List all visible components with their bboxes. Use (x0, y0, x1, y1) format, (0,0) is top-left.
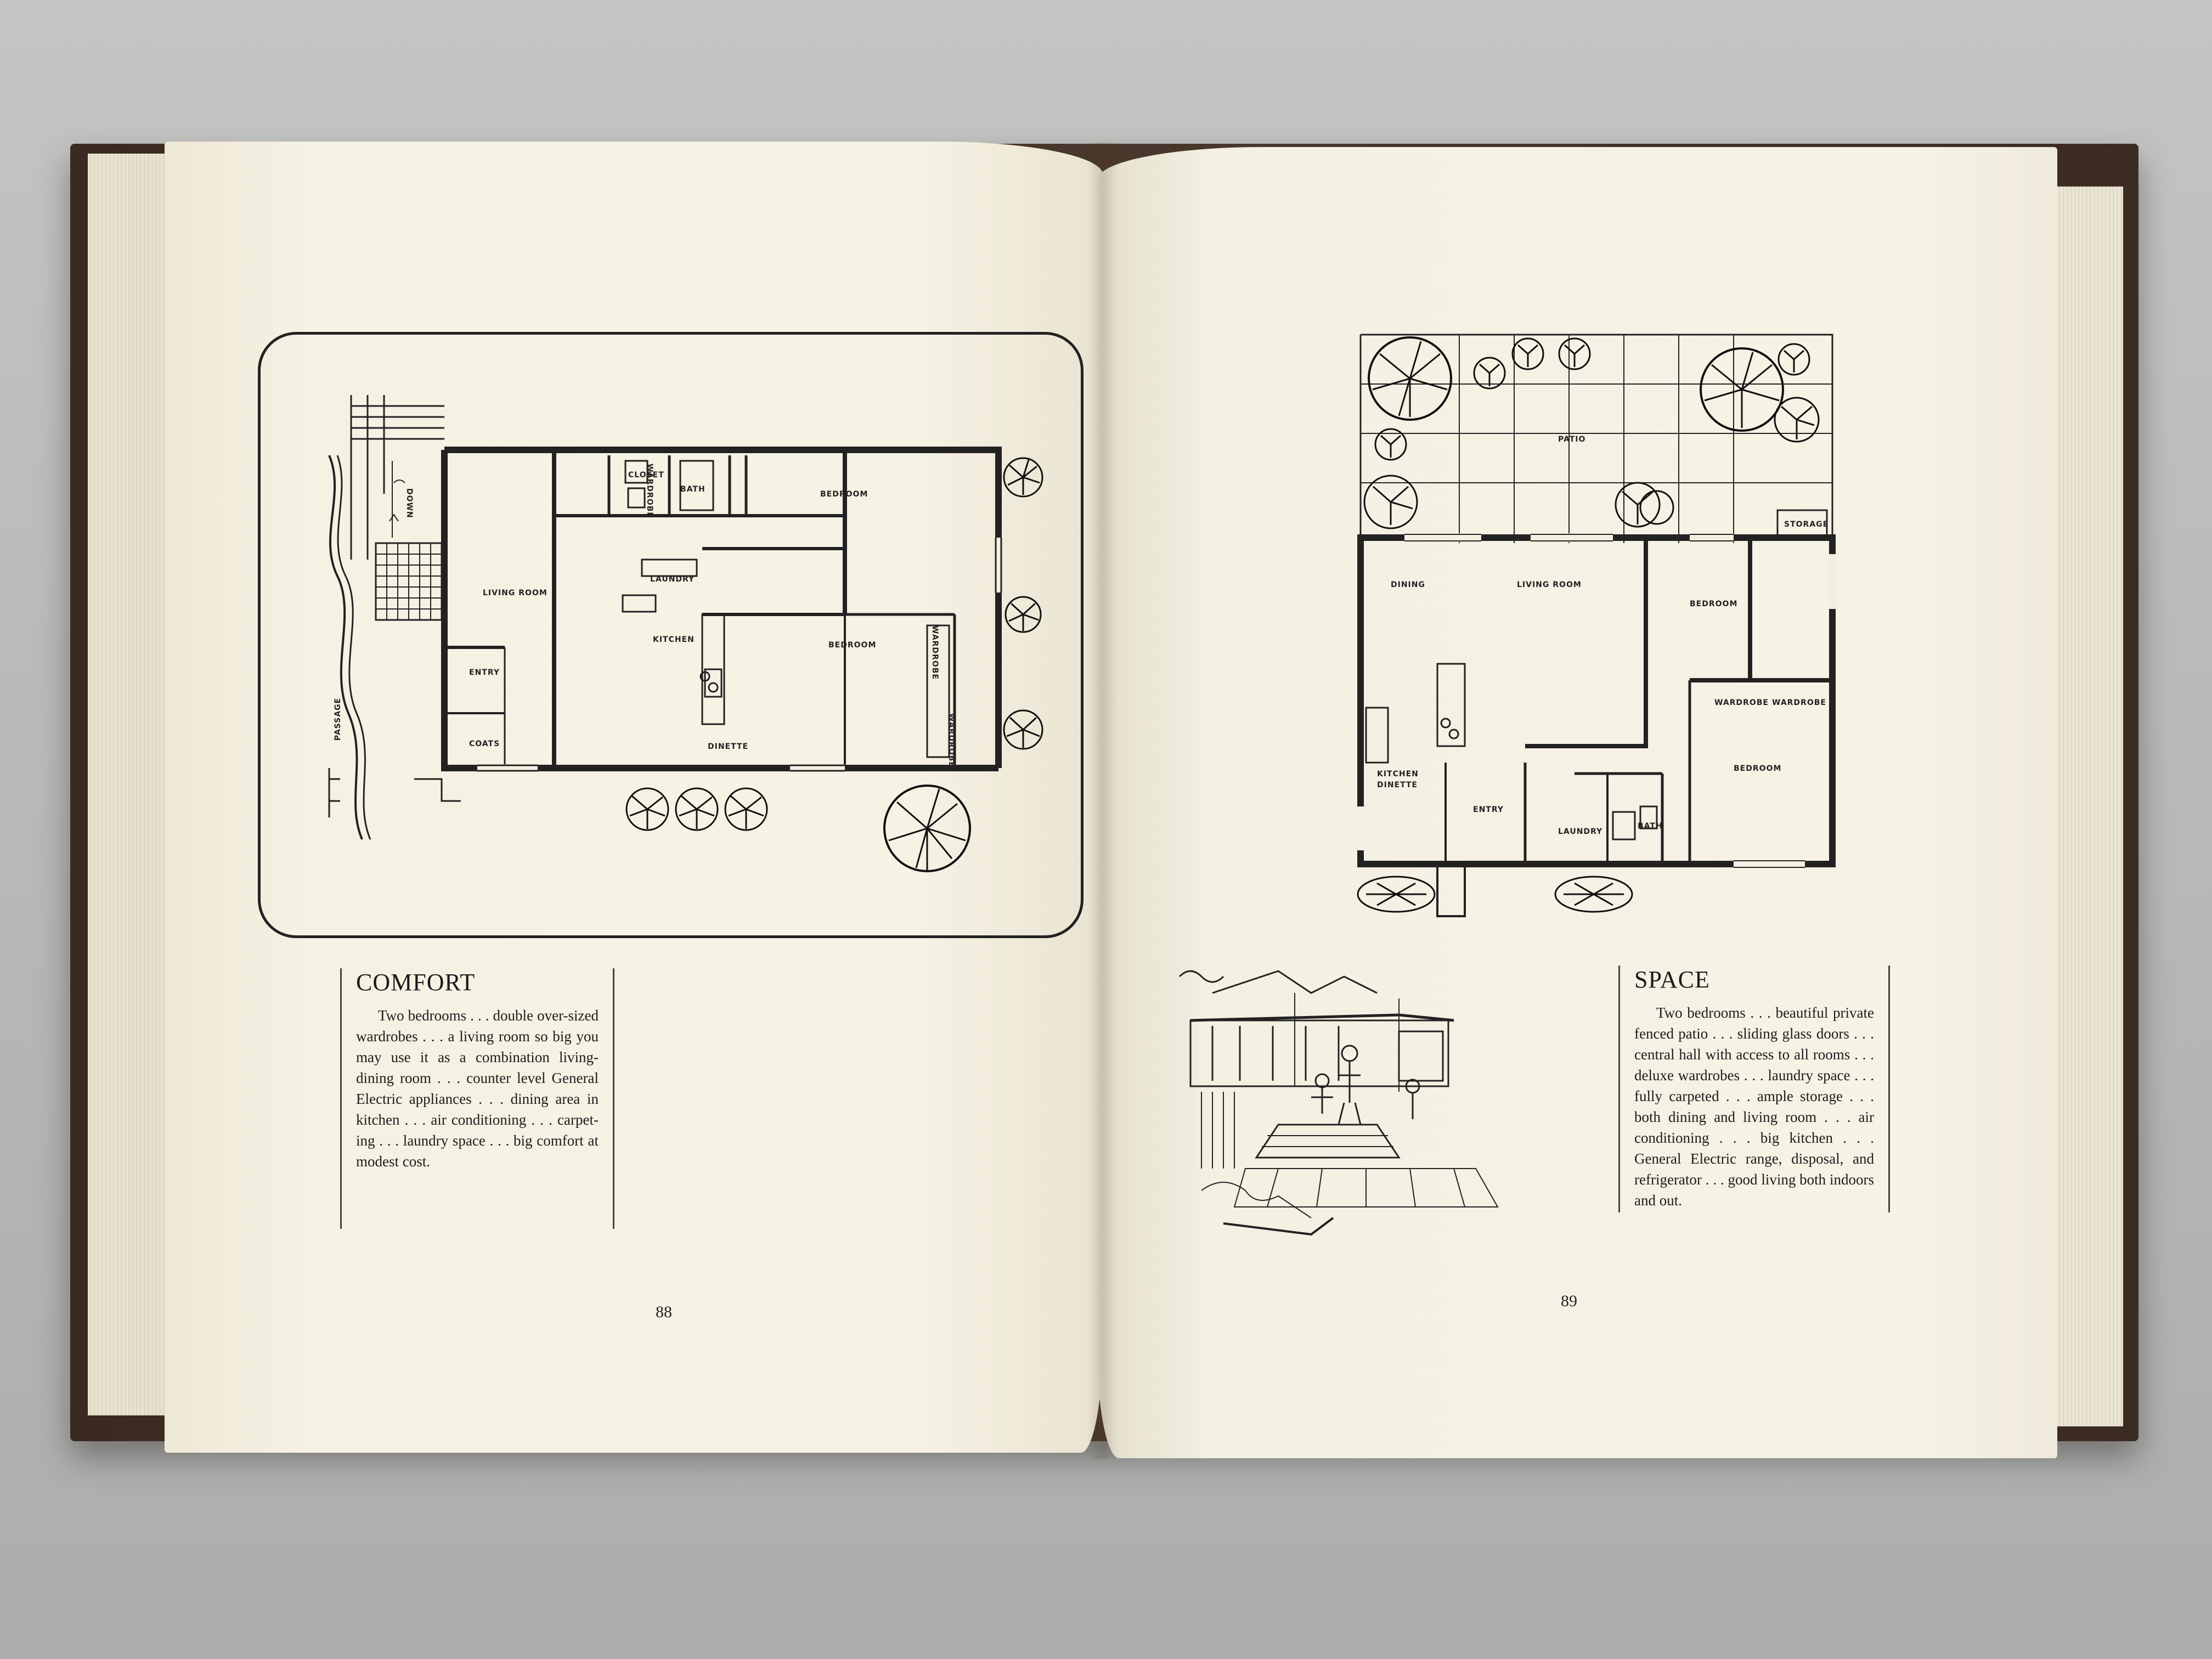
label-bath-right: BATH (1638, 822, 1663, 831)
caption-comfort: COMFORT Two bedrooms . . . double over-s… (340, 968, 614, 1229)
label-bedroom-bottom: BEDROOM (828, 641, 876, 650)
caption-title: COMFORT (356, 969, 476, 996)
right-page (1097, 147, 2057, 1458)
label-wardrobe-b: WARDROBE (1772, 698, 1826, 707)
label-wardrobe-side: WARDROBE (930, 625, 939, 680)
caption-title-right: SPACE (1634, 966, 1710, 993)
label-storage: STORAGE (1784, 520, 1829, 529)
label-dinette: DINETTE (708, 742, 748, 751)
book-gutter (1086, 143, 1119, 1459)
label-patio: PATIO (1558, 435, 1585, 444)
caption-body-right: Two bedrooms . . . beautiful private fen… (1634, 1005, 1874, 1209)
floor-plan-frame (258, 332, 1084, 938)
label-entry: ENTRY (469, 668, 500, 677)
tree-icons (625, 457, 1043, 872)
label-coats: COATS (469, 740, 500, 748)
page-number-right: 89 (1561, 1292, 1577, 1310)
label-living-room: LIVING ROOM (483, 589, 548, 597)
caption-body: Two bedrooms . . . double over-sized war… (356, 1007, 599, 1170)
label-dining: DINING (1391, 580, 1425, 589)
label-kitchen-right: KITCHEN (1377, 770, 1419, 778)
label-bedroom-top-right: BEDROOM (1690, 600, 1737, 608)
label-down: DOWN (405, 488, 414, 518)
label-bedroom-top: BEDROOM (820, 490, 868, 499)
label-wardrobe-top: WARDROBE (645, 464, 654, 518)
label-passage: PASSAGE (334, 698, 342, 741)
floor-plan-comfort: CLOSET BATH BEDROOM LIVING ROOM LAUNDRY … (296, 384, 1064, 878)
floor-plan-space: PATIO STORAGE DINING LIVING ROOM BEDROOM… (1350, 324, 1843, 927)
label-wardrobe-side-2: WARDROBE (947, 713, 956, 768)
caption-space: SPACE Two bedrooms . . . beautiful priva… (1618, 966, 1890, 1212)
tree-icons-right (1357, 336, 1820, 913)
page-number-left: 88 (656, 1303, 672, 1321)
label-wardrobe-a: WARDROBE (1714, 698, 1769, 707)
label-bedroom-bottom-right: BEDROOM (1734, 764, 1781, 773)
house-sketch-illustration (1169, 960, 1509, 1248)
label-living-room-right: LIVING ROOM (1517, 580, 1582, 589)
label-bath: BATH (680, 485, 706, 494)
label-laundry: LAUNDRY (650, 575, 695, 584)
label-kitchen: KITCHEN (653, 635, 695, 644)
label-laundry-right: LAUNDRY (1558, 827, 1602, 836)
label-closet: CLOSET (628, 471, 664, 479)
label-entry-right: ENTRY (1473, 805, 1504, 814)
label-dinette-right: DINETTE (1377, 781, 1418, 789)
